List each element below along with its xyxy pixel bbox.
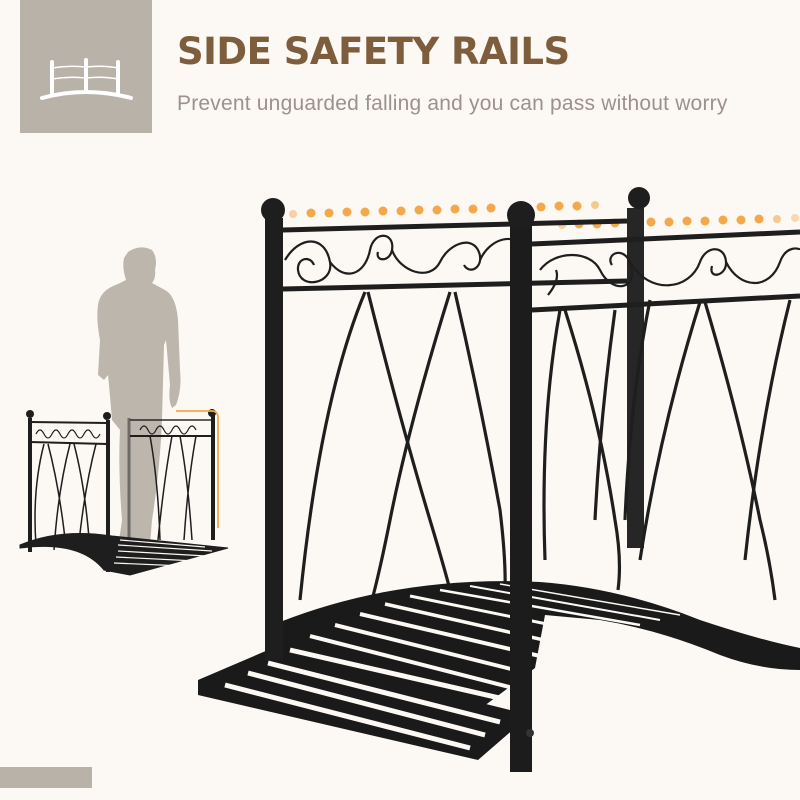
bridge-icon-badge [20,0,152,133]
height-marker [176,410,219,528]
bridge-icon [40,58,133,100]
bottom-accent-bar [0,767,92,788]
person-silhouette [97,247,181,552]
page-title: SIDE SAFETY RAILS [177,30,570,73]
small-bridge [19,409,229,576]
main-bridge [198,187,800,772]
page-subtitle: Prevent unguarded falling and you can pa… [177,92,728,115]
